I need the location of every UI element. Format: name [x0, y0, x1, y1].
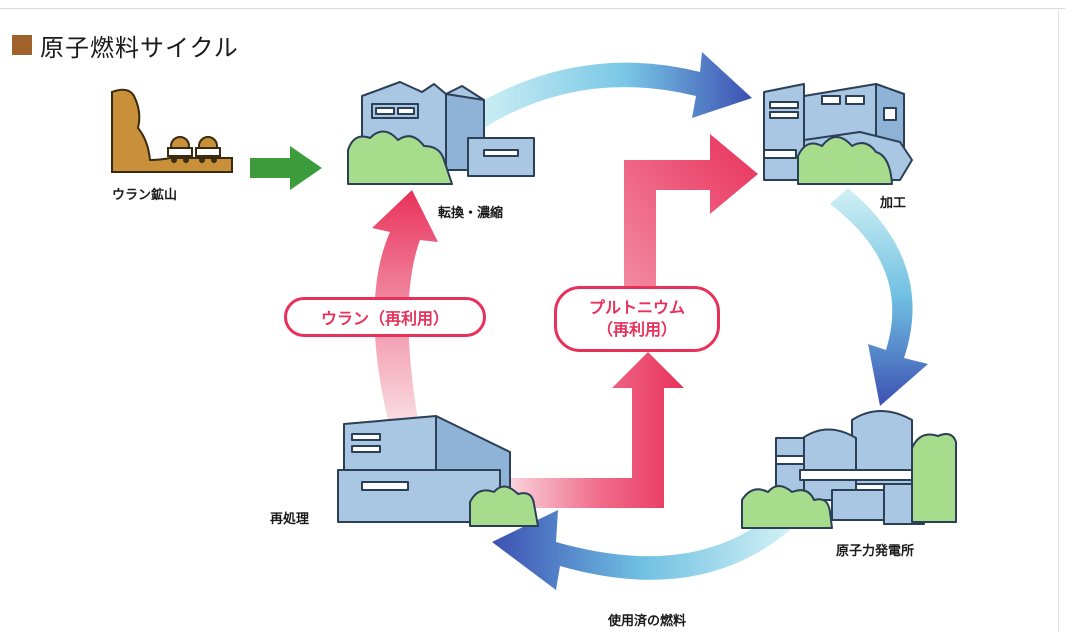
arrow-conversion-to-fabrication — [470, 52, 752, 128]
pill-uranium-reuse-text: ウラン（再利用） — [320, 309, 449, 328]
top-border — [0, 8, 1065, 9]
arrow-power-plant-to-reprocessing — [492, 510, 790, 590]
nuclear-power-plant-icon — [741, 410, 957, 529]
label-fabrication: 加工 — [880, 196, 907, 211]
conversion-facility-icon — [347, 81, 535, 185]
pill-uranium-reuse: ウラン（再利用） — [284, 297, 486, 337]
pill-plutonium-reuse: プルトニウム （再利用） — [554, 286, 720, 352]
arrow-fabrication-to-power-plant — [830, 188, 928, 406]
label-conversion: 転換・濃縮 — [438, 206, 504, 221]
title-marker-icon — [12, 35, 32, 55]
uranium-mine-icon — [111, 88, 233, 173]
pill-plutonium-line2: （再利用） — [596, 320, 677, 339]
right-border — [1058, 8, 1059, 632]
page-title: 原子燃料サイクル — [40, 33, 239, 62]
pill-plutonium-line1: プルトニウム — [588, 298, 685, 317]
label-reprocessing: 再処理 — [270, 512, 310, 527]
arrow-mine-to-conversion — [250, 146, 322, 190]
label-spent-fuel: 使用済の燃料 — [608, 614, 687, 629]
fabrication-facility-icon — [763, 83, 913, 185]
reprocessing-plant-icon — [337, 415, 539, 527]
label-uranium-mine: ウラン鉱山 — [112, 188, 178, 203]
title-row: 原子燃料サイクル — [12, 30, 239, 62]
arrow-plutonium-reuse — [510, 134, 758, 508]
label-power-plant: 原子力発電所 — [836, 544, 915, 559]
